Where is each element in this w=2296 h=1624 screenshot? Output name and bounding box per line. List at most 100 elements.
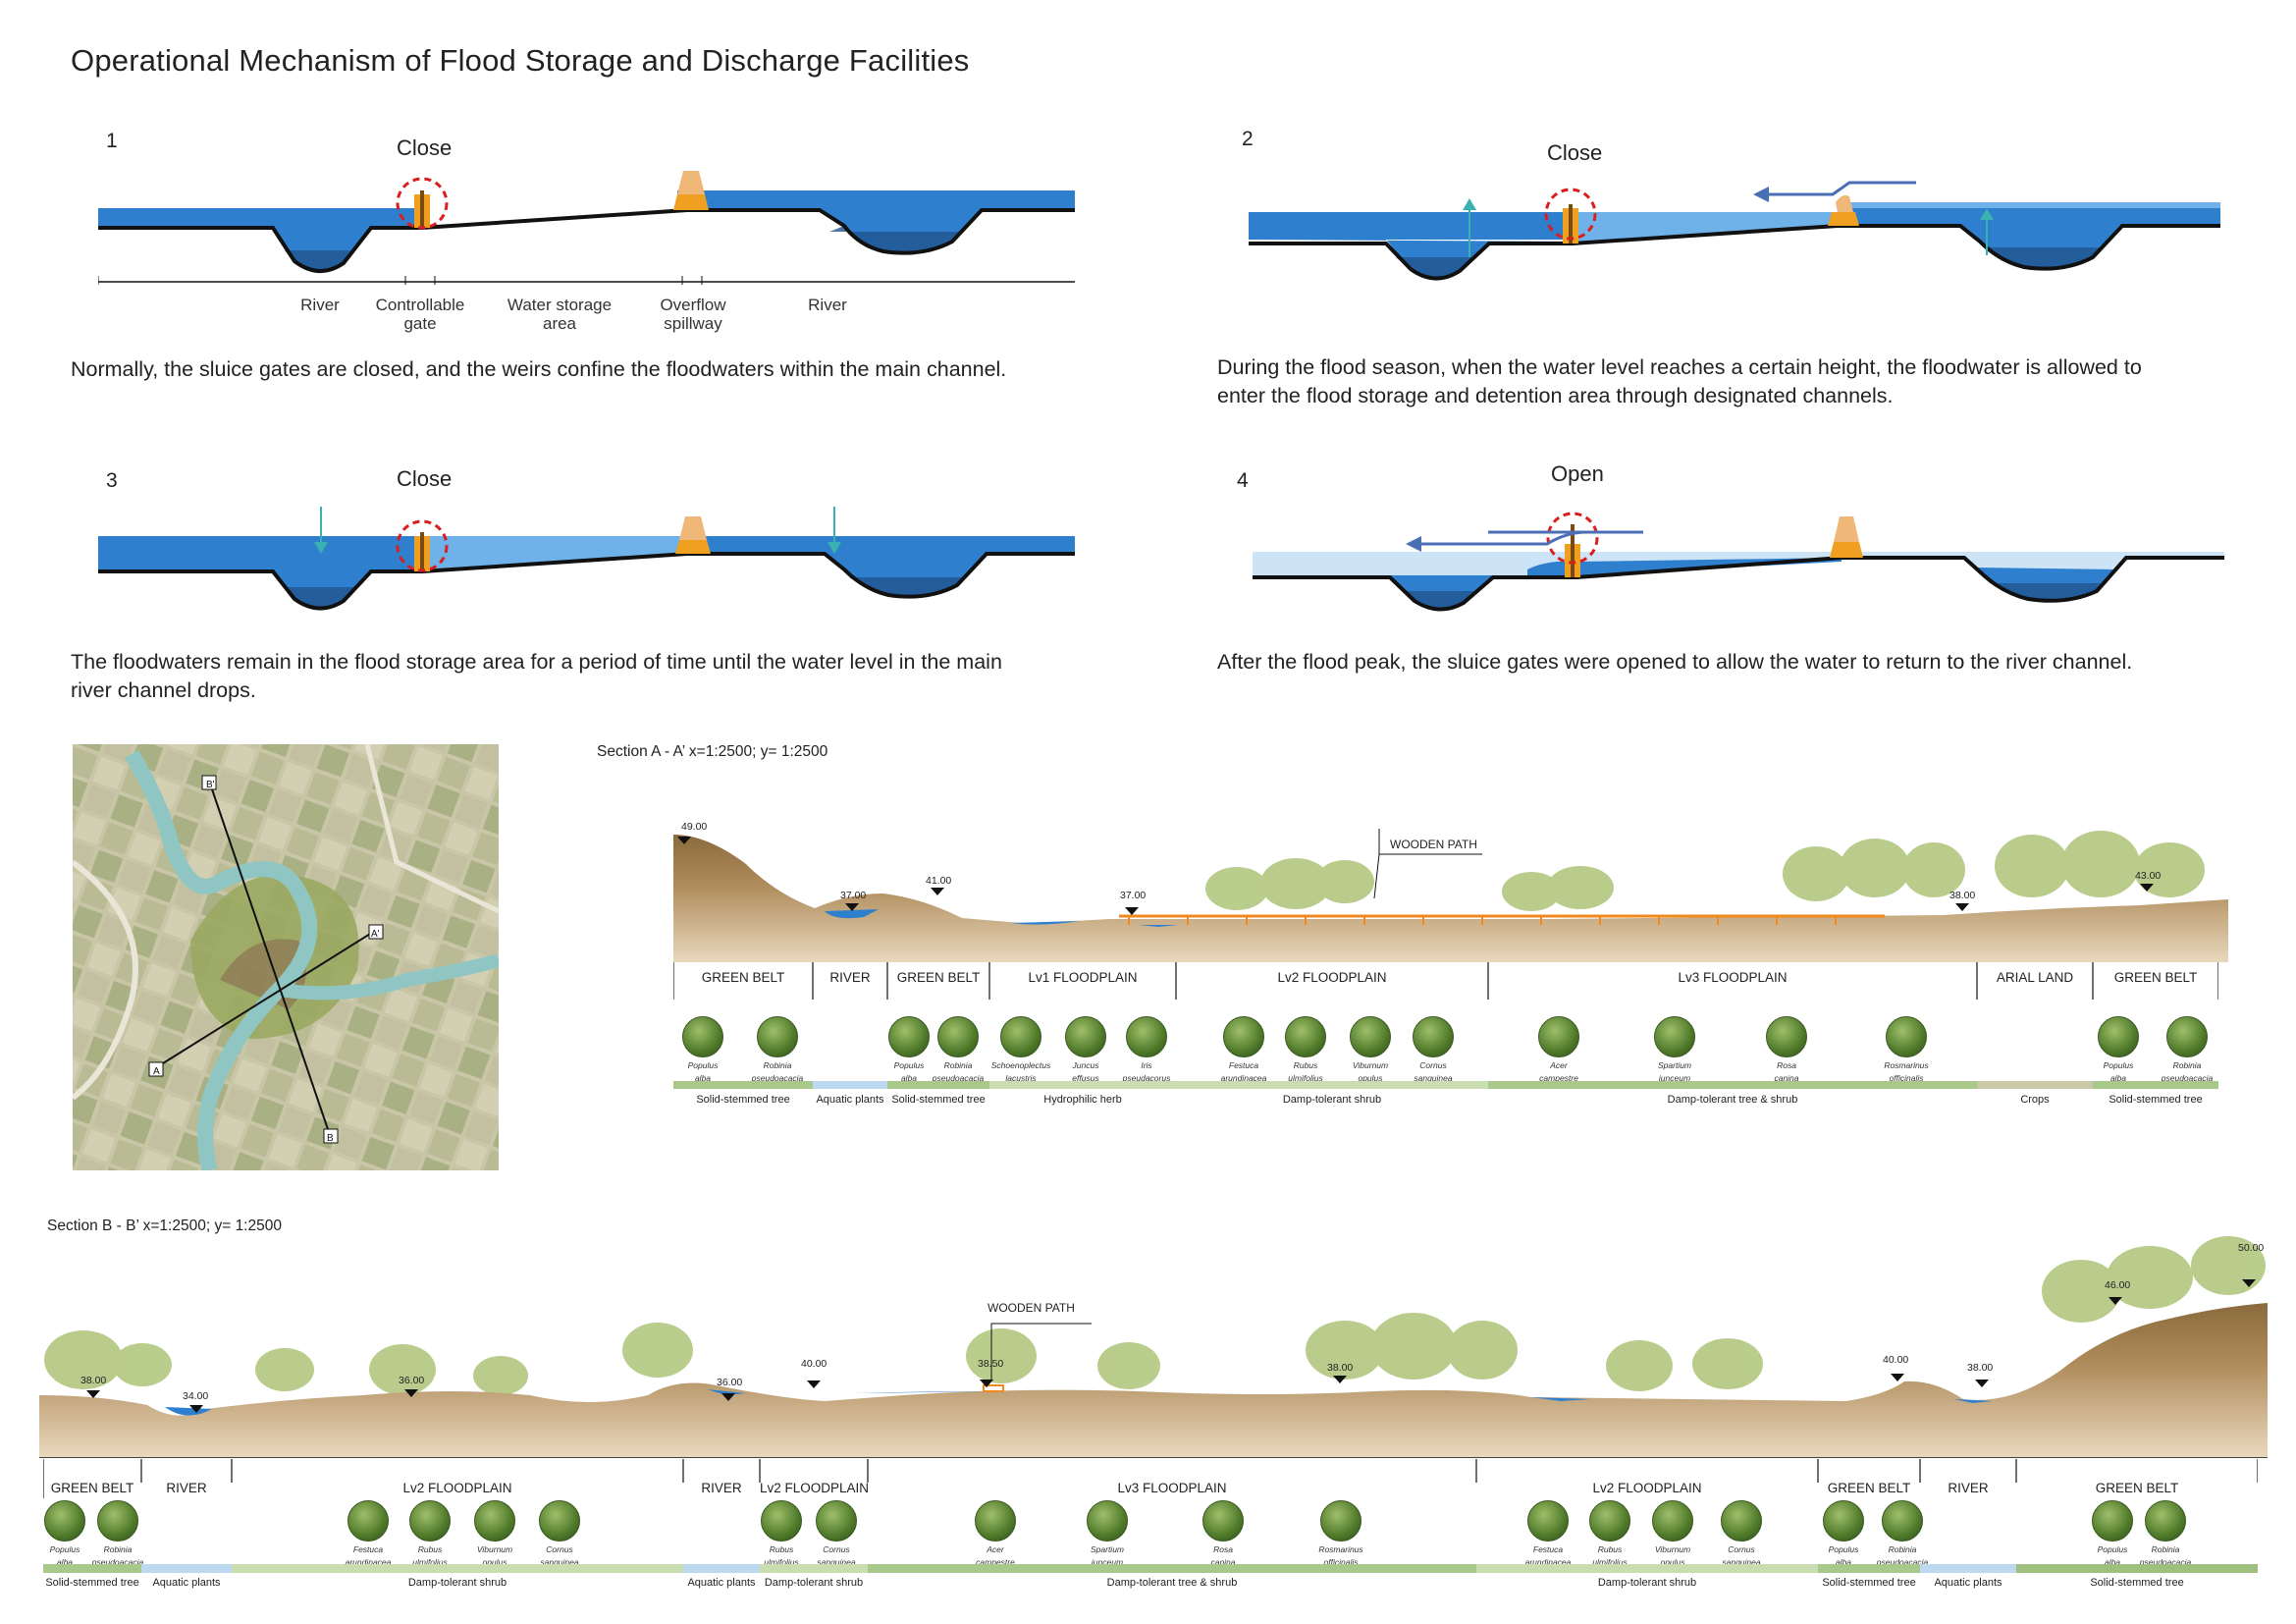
- section-b-zone-10: GREEN BELT: [2095, 1481, 2179, 1495]
- plant-icon: [1126, 1016, 1167, 1057]
- section-a-zone-row: GREEN BELT RIVER GREEN BELT Lv1 FLOODPLA…: [673, 962, 2218, 1000]
- section-b-elev-3: 36.00: [399, 1375, 425, 1386]
- section-b-zone-5: Lv2 FLOODPLAIN: [760, 1481, 870, 1495]
- section-b-category-bars: Solid-stemmed tree Aquatic plants Damp-t…: [43, 1564, 2258, 1592]
- section-b-zone-2: RIVER: [166, 1481, 207, 1495]
- section-b-elev-11: 50.00: [2238, 1242, 2265, 1254]
- section-b-bar-7: Damp-tolerant shrub: [1597, 1577, 1697, 1589]
- section-a-bar-6: Damp-tolerant tree & shrub: [1667, 1094, 1798, 1106]
- section-a-elev-2: 37.00: [840, 890, 867, 901]
- section-a-elev-4: 37.00: [1120, 890, 1147, 901]
- panel-2-description: During the flood season, when the water …: [1217, 355, 2142, 407]
- section-a-zone-3: GREEN BELT: [896, 970, 981, 985]
- section-a-elev-5: 38.00: [1949, 890, 1976, 901]
- plant-icon: [1087, 1500, 1128, 1542]
- plant-icon: [1654, 1016, 1695, 1057]
- plant-icon: [757, 1016, 798, 1057]
- plant-icon: [347, 1500, 389, 1542]
- label-river-left: River: [300, 296, 340, 314]
- panel-2-state: Close: [1547, 140, 1603, 165]
- section-a-bar-4: Hydrophilic herb: [1043, 1094, 1122, 1106]
- panel-1-state: Close: [397, 135, 453, 160]
- section-a-elev-6: 43.00: [2135, 870, 2162, 882]
- plant-icon: [761, 1500, 802, 1542]
- section-a-zone-2: RIVER: [829, 970, 871, 985]
- plant-icon: [1065, 1016, 1106, 1057]
- section-a-zone-8: GREEN BELT: [2113, 970, 2198, 985]
- plant-icon: [1886, 1016, 1927, 1057]
- plant-icon: [1721, 1500, 1762, 1542]
- section-b-zone-1: GREEN BELT: [50, 1481, 134, 1495]
- panel-3-description: The floodwaters remain in the flood stor…: [71, 650, 1002, 702]
- plant-icon: [1538, 1016, 1579, 1057]
- section-a-elev-1: 49.00: [681, 821, 708, 833]
- plant-icon: [816, 1500, 857, 1542]
- page-title: Operational Mechanism of Flood Storage a…: [71, 43, 970, 78]
- panel-2-diagram: [1249, 181, 2220, 281]
- section-b-bar-9: Aquatic plants: [1934, 1577, 2002, 1589]
- panel-3-diagram: [98, 507, 1075, 611]
- section-a-zone-6: Lv3 FLOODPLAIN: [1678, 970, 1788, 985]
- section-b-elev-10: 46.00: [2105, 1279, 2131, 1291]
- panel-4-state: Open: [1551, 461, 1604, 486]
- section-a-category-bars: Solid-stemmed tree Aquatic plants Solid-…: [673, 1081, 2218, 1109]
- plant-icon: [2145, 1500, 2186, 1542]
- map-marker-b: B: [327, 1133, 334, 1144]
- section-b-zone-4: RIVER: [701, 1481, 742, 1495]
- section-b-bar-10: Solid-stemmed tree: [2090, 1577, 2184, 1589]
- plant-icon: [1350, 1016, 1391, 1057]
- section-b-bar-1: Solid-stemmed tree: [45, 1577, 139, 1589]
- plant-icon: [97, 1500, 138, 1542]
- section-a-bar-7: Crops: [2020, 1094, 2050, 1106]
- plant-icon: [975, 1500, 1016, 1542]
- section-b-profile: [39, 1236, 2268, 1458]
- section-b-elev-7: 38.00: [1327, 1362, 1354, 1374]
- label-river-right: River: [808, 296, 847, 314]
- section-a-bar-8: Solid-stemmed tree: [2109, 1094, 2203, 1106]
- section-a-wooden-path-label: WOODEN PATH: [1390, 838, 1477, 851]
- plant-icon: [1527, 1500, 1569, 1542]
- panel-3-number: 3: [106, 469, 118, 492]
- site-aerial-map: B' B A A': [73, 744, 499, 1170]
- section-b-zone-row: GREEN BELT RIVER Lv2 FLOODPLAIN RIVER Lv…: [43, 1459, 2258, 1510]
- panel-1-description: Normally, the sluice gates are closed, a…: [71, 357, 1007, 381]
- map-marker-a2: A': [371, 929, 380, 940]
- plant-icon: [44, 1500, 85, 1542]
- plant-icon: [1320, 1500, 1362, 1542]
- section-b-bar-5: Damp-tolerant shrub: [764, 1577, 864, 1589]
- section-b-zone-3: Lv2 FLOODPLAIN: [402, 1481, 512, 1495]
- section-b-bar-3: Damp-tolerant shrub: [407, 1577, 507, 1589]
- plant-icon: [1285, 1016, 1326, 1057]
- map-marker-b2: B': [206, 780, 215, 790]
- plant-icon: [1413, 1016, 1454, 1057]
- section-b-elev-4: 36.00: [717, 1377, 743, 1388]
- section-b-wooden-path-label: WOODEN PATH: [988, 1301, 1075, 1315]
- panel-4-number: 4: [1237, 469, 1249, 492]
- section-b-bar-4: Aquatic plants: [687, 1577, 756, 1589]
- panel-4-diagram: [1253, 512, 2224, 612]
